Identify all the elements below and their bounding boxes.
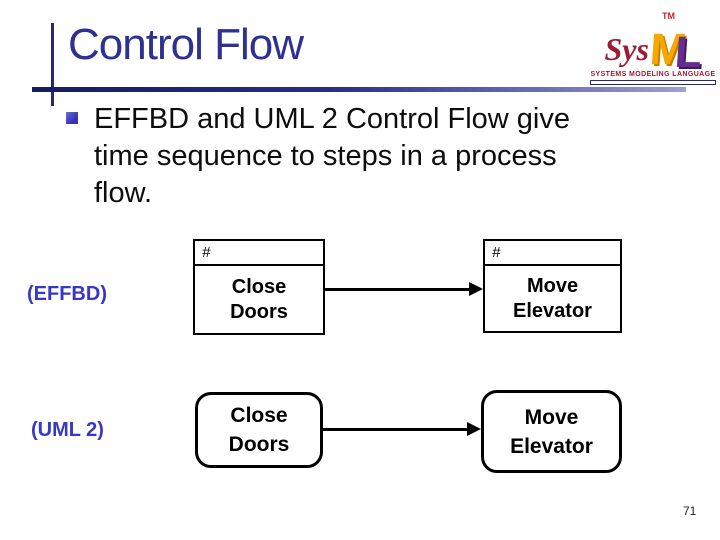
uml2-row-label: (UML 2) (31, 419, 104, 441)
effbd-close-doors-box: # Close Doors (193, 239, 325, 335)
effbd-flow-arrow-line (325, 288, 471, 291)
sysml-wordmark: Sys M L (590, 20, 716, 77)
logo-l-letter: L (672, 27, 704, 77)
title-horizontal-rule (32, 87, 686, 92)
bullet-text: EFFBD and UML 2 Control Flow give time s… (94, 103, 570, 209)
trademark-label: TM (662, 11, 675, 21)
effbd-box-label: Move Elevator (513, 274, 592, 322)
bullet-square-icon (66, 112, 78, 124)
effbd-box-number-header: # (195, 241, 323, 266)
effbd-box-number-header: # (485, 241, 620, 266)
effbd-row-label: (EFFBD) (27, 283, 107, 305)
page-number: 71 (683, 504, 697, 518)
uml2-move-elevator-action: Move Elevator (481, 390, 622, 473)
slide-title: Control Flow (68, 20, 304, 69)
logo-sys-text: Sys (604, 31, 649, 67)
sysml-logo: TM Sys M L SYSTEMS MODELING LANGUAGE (590, 6, 716, 85)
logo-tagline: SYSTEMS MODELING LANGUAGE (590, 71, 716, 78)
effbd-box-label: Close Doors (230, 275, 288, 323)
effbd-flow-arrowhead-icon (469, 282, 483, 296)
effbd-move-elevator-box: # Move Elevator (483, 239, 622, 333)
uml2-close-doors-action: Close Doors (195, 392, 323, 468)
title-vertical-rule (51, 23, 54, 106)
uml2-flow-arrow-line (323, 428, 469, 431)
uml2-flow-arrowhead-icon (467, 422, 481, 436)
logo-underline (590, 80, 716, 85)
